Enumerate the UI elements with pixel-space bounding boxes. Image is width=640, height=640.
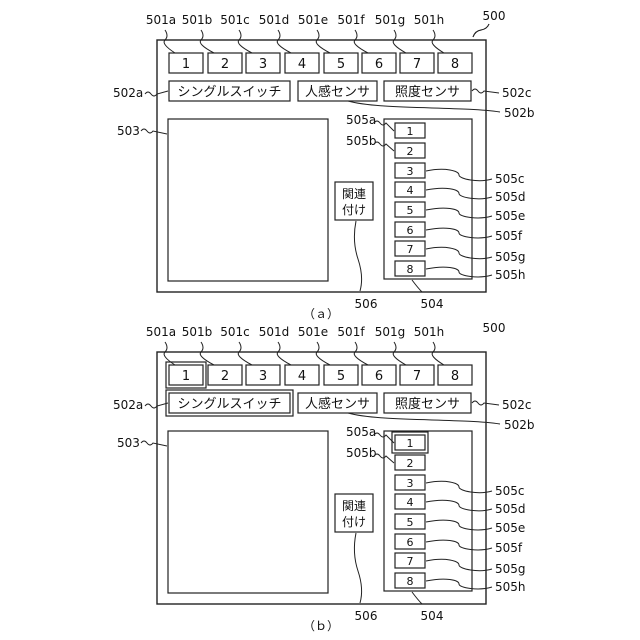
list-item-label-4: 4 — [407, 184, 414, 197]
ref-label-list: 504 — [421, 609, 444, 623]
ref-label-sensor-b: 502b — [504, 106, 535, 120]
channel-button-label-2: 2 — [221, 57, 229, 72]
link-button-label-1: 関連 — [342, 499, 366, 513]
list-item-label-6: 6 — [407, 224, 414, 237]
list-item-label-7: 7 — [407, 243, 414, 256]
channel-button-label-5: 5 — [337, 369, 345, 384]
image-area — [168, 119, 328, 281]
link-button-label-1: 関連 — [342, 187, 366, 201]
ref-label-list-g: 505g — [495, 250, 526, 264]
list-item-label-1: 1 — [407, 437, 414, 450]
sensor-button-label-2: 人感センサ — [305, 396, 370, 412]
panel-caption: （ａ） — [303, 307, 339, 321]
ref-label-channel-6: 501f — [337, 13, 365, 27]
channel-button-label-1: 1 — [182, 369, 190, 384]
ref-label-channel-7: 501g — [375, 325, 406, 339]
ref-label-list-a: 505a — [346, 113, 376, 127]
list-item-label-5: 5 — [407, 204, 414, 217]
ref-label-channel-3: 501c — [220, 325, 250, 339]
list-item-label-2: 2 — [407, 457, 414, 470]
list-item-label-6: 6 — [407, 536, 414, 549]
channel-button-label-4: 4 — [298, 369, 306, 384]
channel-button-label-5: 5 — [337, 57, 345, 72]
sensor-button-label-1: シングルスイッチ — [177, 85, 281, 100]
list-item-label-3: 3 — [407, 165, 414, 178]
ref-label-list-c: 505c — [495, 172, 525, 186]
ref-label-list-e: 505e — [495, 209, 525, 223]
ref-label-sensor-a: 502a — [113, 398, 143, 412]
list-item-label-4: 4 — [407, 496, 414, 509]
ref-label-list-e: 505e — [495, 521, 525, 535]
sensor-button-label-3: 照度センサ — [395, 396, 460, 412]
ref-label-sensor-c: 502c — [502, 398, 532, 412]
list-item-label-7: 7 — [407, 555, 414, 568]
ref-label-list-f: 505f — [495, 541, 523, 555]
ref-label-sensor-c: 502c — [502, 86, 532, 100]
ref-label-channel-7: 501g — [375, 13, 406, 27]
ref-label-sensor-a: 502a — [113, 86, 143, 100]
ref-label-sensor-b: 502b — [504, 418, 535, 432]
ref-label-list-g: 505g — [495, 562, 526, 576]
channel-button-label-6: 6 — [375, 57, 383, 72]
ref-label-screen: 500 — [483, 321, 506, 335]
list-item-label-3: 3 — [407, 477, 414, 490]
channel-button-label-3: 3 — [259, 369, 267, 384]
channel-button-label-7: 7 — [413, 57, 421, 72]
ref-label-channel-6: 501f — [337, 325, 365, 339]
ref-label-list-h: 505h — [495, 580, 526, 594]
channel-button-label-1: 1 — [182, 57, 190, 72]
channel-button-label-7: 7 — [413, 369, 421, 384]
ref-label-channel-8: 501h — [414, 325, 445, 339]
ref-label-list-d: 505d — [495, 190, 526, 204]
ref-label-link: 506 — [355, 609, 378, 623]
leader-screen — [473, 24, 489, 37]
ref-label-channel-8: 501h — [414, 13, 445, 27]
ref-label-channel-2: 501b — [182, 325, 213, 339]
list-item-label-1: 1 — [407, 125, 414, 138]
ref-label-channel-2: 501b — [182, 13, 213, 27]
ref-label-channel-1: 501a — [146, 13, 176, 27]
ref-label-channel-1: 501a — [146, 325, 176, 339]
ref-label-image-area: 503 — [117, 436, 140, 450]
ref-label-channel-5: 501e — [298, 13, 328, 27]
ref-label-list: 504 — [421, 297, 444, 311]
ref-label-list-h: 505h — [495, 268, 526, 282]
ref-label-list-b: 505b — [346, 134, 377, 148]
ref-label-list-c: 505c — [495, 484, 525, 498]
ref-label-image-area: 503 — [117, 124, 140, 138]
ref-label-channel-4: 501d — [259, 325, 290, 339]
ref-label-list-a: 505a — [346, 425, 376, 439]
sensor-button-label-1: シングルスイッチ — [177, 397, 281, 412]
sensor-button-label-2: 人感センサ — [305, 84, 370, 100]
channel-button-label-8: 8 — [451, 57, 459, 72]
ref-label-list-f: 505f — [495, 229, 523, 243]
list-item-label-5: 5 — [407, 516, 414, 529]
channel-button-label-3: 3 — [259, 57, 267, 72]
image-area — [168, 431, 328, 593]
ref-label-link: 506 — [355, 297, 378, 311]
ref-label-channel-5: 501e — [298, 325, 328, 339]
ref-label-channel-4: 501d — [259, 13, 290, 27]
ref-label-screen: 500 — [483, 9, 506, 23]
panel-a: 500 501a 1 501b 2 501c 3 501d 4 501e 5 501f 6 501g 7 50… — [113, 9, 535, 321]
panel-caption: （ｂ） — [303, 619, 339, 633]
channel-button-label-8: 8 — [451, 369, 459, 384]
ref-label-list-d: 505d — [495, 502, 526, 516]
channel-button-label-4: 4 — [298, 57, 306, 72]
channel-button-label-2: 2 — [221, 369, 229, 384]
link-button-label-2: 付け — [342, 203, 366, 217]
channel-button-label-6: 6 — [375, 369, 383, 384]
ref-label-channel-3: 501c — [220, 13, 250, 27]
sensor-button-label-3: 照度センサ — [395, 84, 460, 100]
list-item-label-8: 8 — [407, 263, 414, 276]
ref-label-list-b: 505b — [346, 446, 377, 460]
link-button-label-2: 付け — [342, 515, 366, 529]
list-item-label-2: 2 — [407, 145, 414, 158]
list-item-label-8: 8 — [407, 575, 414, 588]
